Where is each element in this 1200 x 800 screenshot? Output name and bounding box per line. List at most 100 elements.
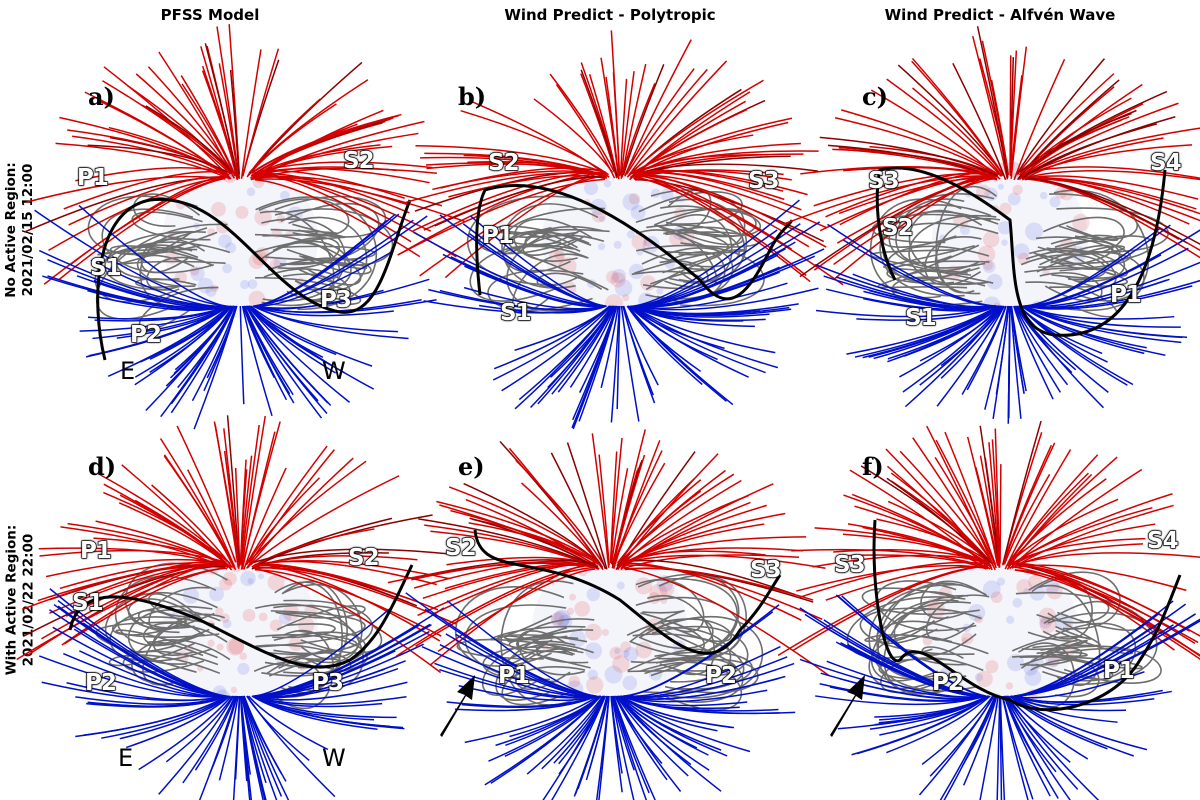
closed-field-line [496,635,575,656]
open-field-line-negative [107,305,231,377]
magnetogram-patch [606,270,619,284]
open-field-line-negative [1005,695,1079,790]
open-field-line-positive [934,456,996,566]
open-field-line-positive [395,563,596,657]
open-field-line-positive [1009,55,1012,174]
closed-field-line [626,618,732,643]
open-field-line-positive [1007,478,1107,565]
magnetogram-patch [1039,191,1048,200]
open-field-line-negative [886,695,991,754]
open-field-line-positive [176,425,237,563]
open-field-line-positive [566,442,608,570]
closed-field-line [148,593,202,619]
closed-field-line [131,639,231,686]
label-s2: S2 [487,149,520,176]
open-field-line-negative [1024,261,1200,308]
open-field-line-negative [903,305,1001,357]
magnetogram-patch [620,641,632,653]
open-field-line-positive [448,486,600,564]
open-field-line-positive [1011,523,1156,566]
magnetogram-patch [222,263,233,274]
open-field-line-negative [254,641,390,697]
open-field-line-negative [619,695,728,757]
open-field-line-positive [1024,176,1200,245]
open-field-line-positive [1004,449,1072,570]
open-field-line-positive [833,177,996,266]
closed-field-line [629,610,685,643]
open-field-line-negative [940,305,1005,379]
open-field-line-positive [432,562,596,615]
open-field-line-positive [814,527,988,564]
open-field-line-negative [820,672,986,700]
open-field-line-positive [387,562,596,584]
open-field-line-positive [620,71,635,179]
magnetogram-patch [569,593,577,601]
label-s2: S2 [342,147,375,174]
open-field-line-negative [936,305,1005,407]
open-field-line-positive [979,425,1000,564]
open-field-line-negative [182,695,236,784]
open-field-line-positive [631,117,793,174]
open-field-line-negative [541,695,605,770]
magnetogram-patch [219,577,233,591]
closed-field-line [253,610,366,648]
open-field-line-positive [74,560,226,602]
open-field-line-positive [145,105,233,173]
open-field-line-negative [405,592,596,697]
open-field-line-positive [911,60,1004,176]
magnetogram-patch [247,577,254,585]
closed-field-line [868,584,979,692]
open-field-line-negative [232,695,241,800]
open-field-line-negative [218,695,239,781]
open-field-line-positive [254,569,442,637]
open-field-line-positive [975,467,999,566]
field-lines-plot [397,30,844,430]
row-title-no-active-region: No Active Region:2021/02/15 12:00 [0,60,40,400]
magnetogram-patch [1007,192,1021,206]
open-field-line-positive [624,562,802,621]
magnetogram-patch [604,665,623,684]
open-field-line-positive [251,113,402,174]
panel-letter: b) [458,82,487,111]
panel-letter: d) [88,452,117,481]
open-field-line-positive [1021,137,1164,181]
open-field-line-positive [223,428,240,568]
closed-field-line [115,629,220,659]
open-field-line-positive [843,494,990,566]
open-field-line-positive [103,491,231,564]
closed-field-line [1053,189,1150,302]
closed-field-line [140,238,205,273]
closed-field-line [263,268,352,300]
label-s3: S3 [749,556,782,583]
open-field-line-positive [988,442,1000,568]
closed-field-line [1050,225,1119,245]
open-field-line-positive [397,178,606,256]
magnetogram-patch [207,639,215,648]
magnetogram-patch [197,277,214,294]
open-field-line-negative [246,695,310,762]
open-field-line-positive [634,173,807,277]
magnetogram-patch [983,260,994,271]
closed-field-line [122,650,219,673]
open-field-line-positive [24,565,226,637]
open-field-line-positive [624,567,814,601]
open-field-line-negative [439,644,596,697]
open-field-line-negative [119,695,230,740]
open-field-line-negative [245,305,328,415]
open-field-line-negative [518,305,613,401]
open-field-line-negative [241,695,264,800]
closed-field-line [1020,631,1078,669]
closed-field-line [1058,225,1131,272]
open-field-line-negative [253,305,394,317]
open-field-line-negative [254,607,392,697]
open-field-line-negative [53,603,226,697]
magnetogram-patch [225,242,237,254]
open-field-line-positive [598,454,610,566]
open-field-line-positive [783,175,996,225]
magnetogram-patch [630,205,646,220]
neutral-line [475,184,794,301]
magnetogram-patch [616,581,625,590]
open-field-line-positive [240,424,260,566]
open-field-line-negative [252,305,398,333]
open-field-line-positive [634,169,808,196]
